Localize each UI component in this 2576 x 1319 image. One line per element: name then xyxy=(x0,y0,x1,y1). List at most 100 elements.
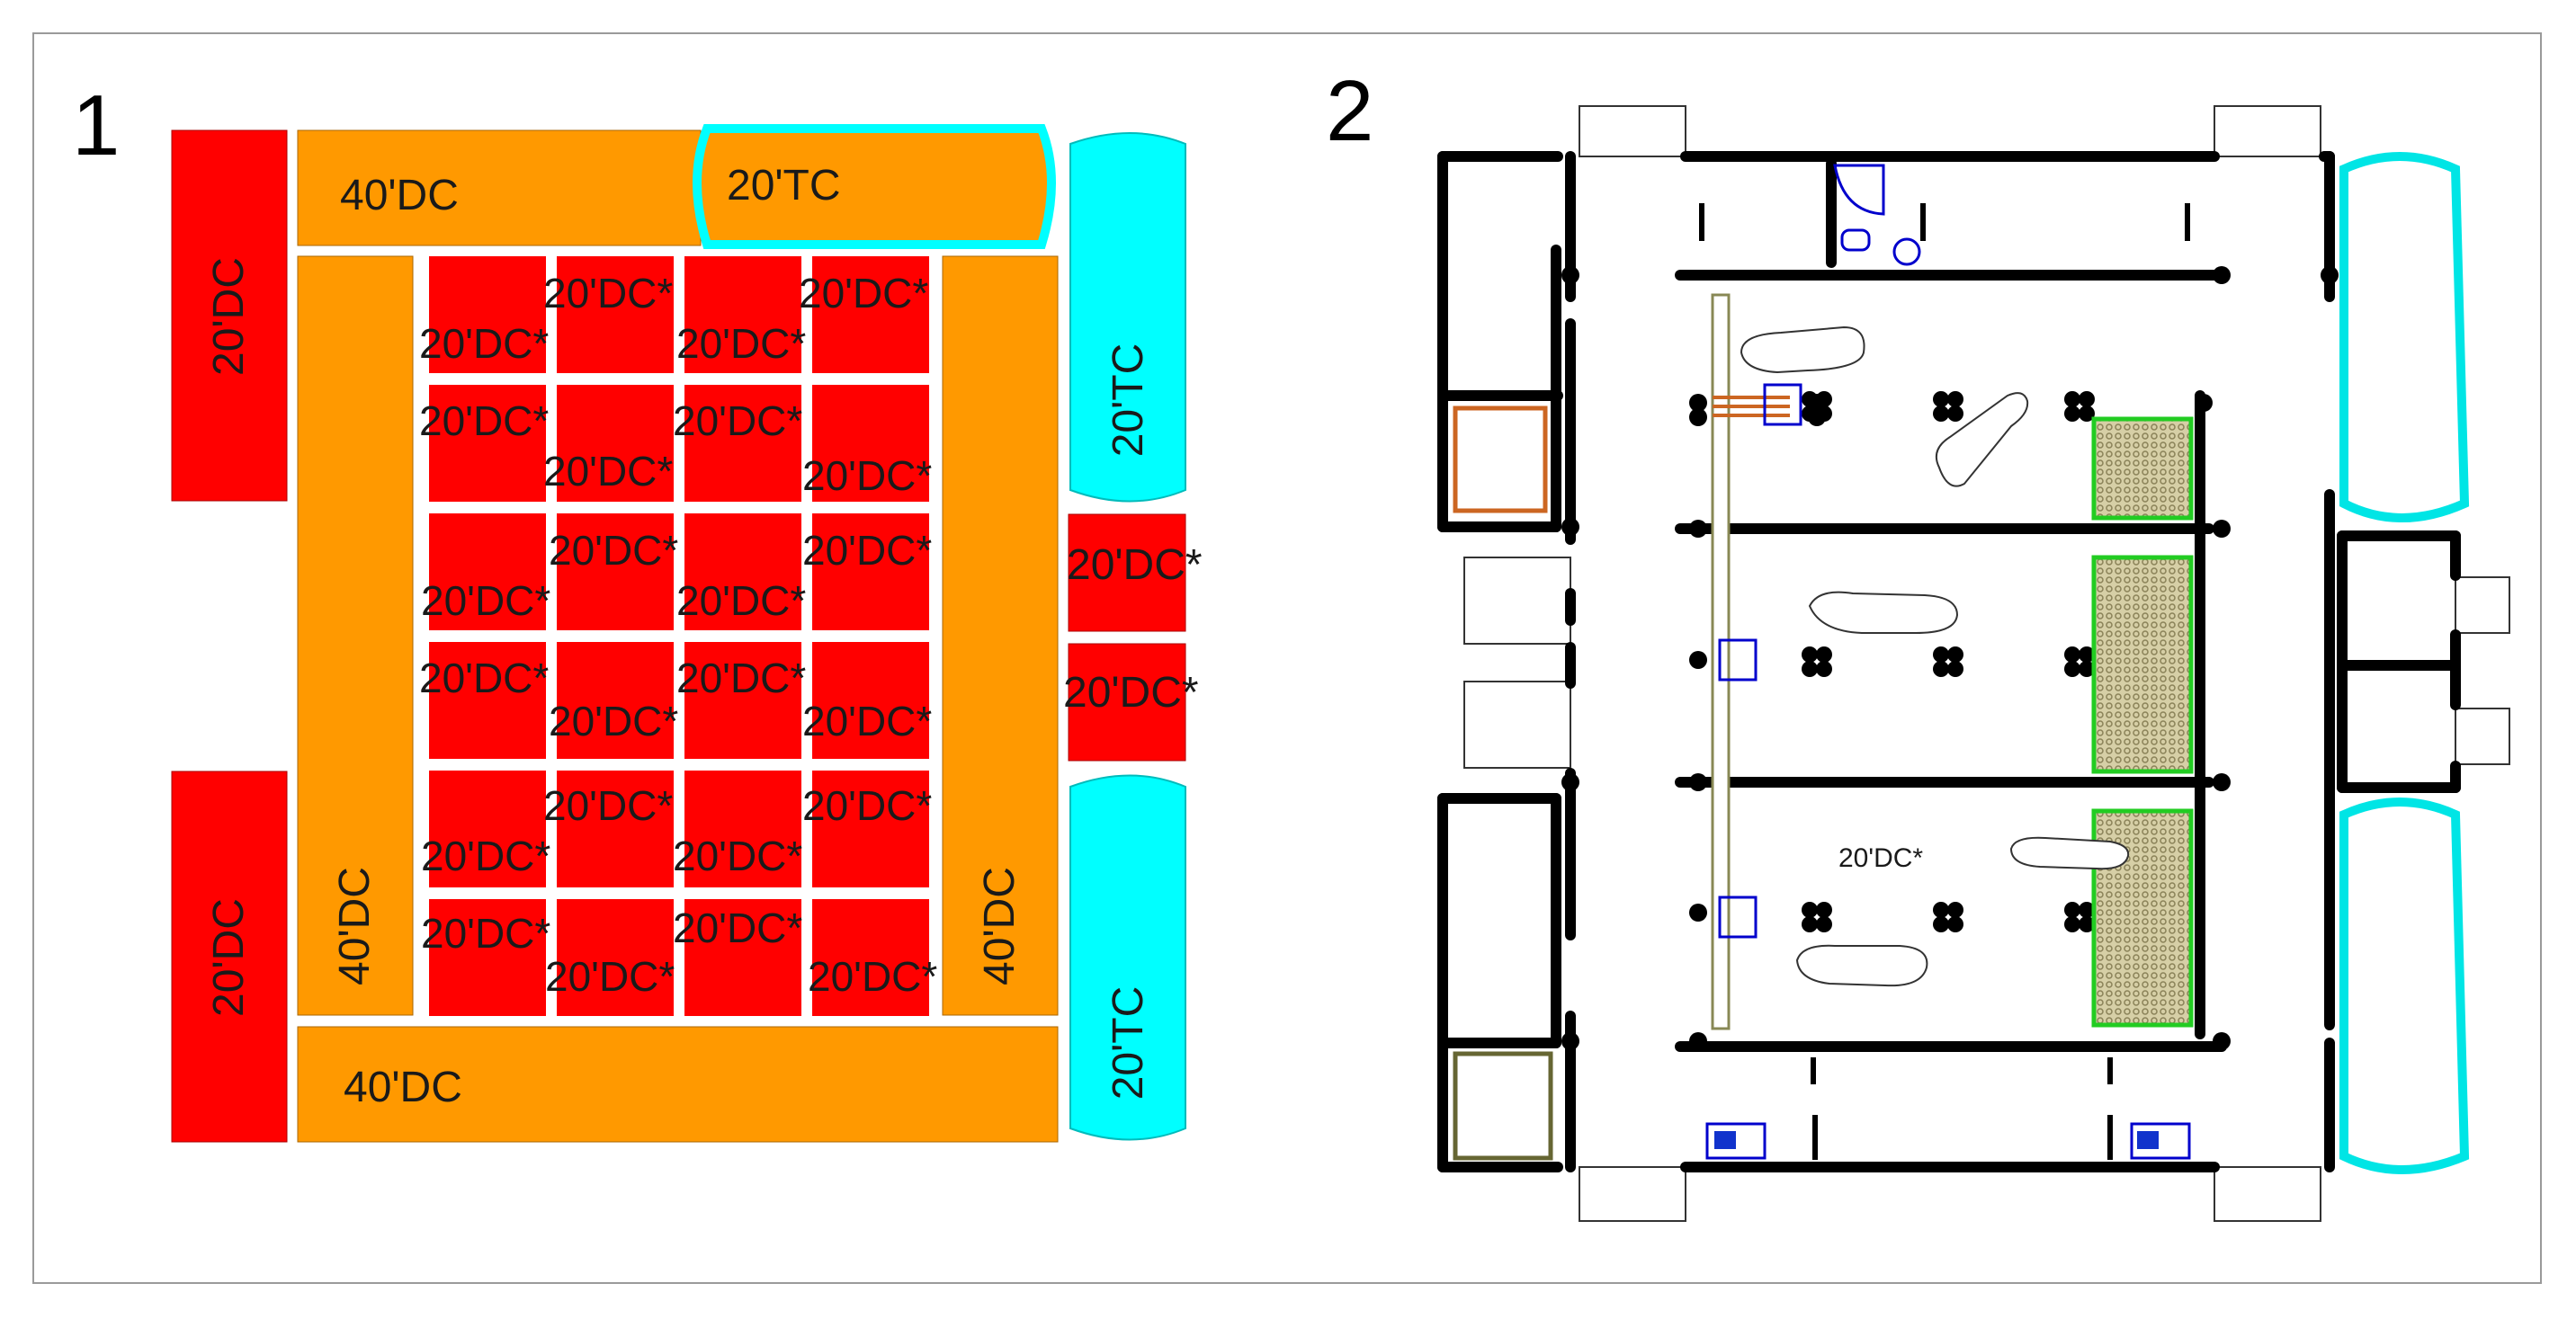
grid-label: 20'DC* xyxy=(676,577,806,624)
grid-cell xyxy=(429,256,546,373)
grid-cell xyxy=(557,642,674,759)
grid-cell xyxy=(429,771,546,887)
feeder-clusters xyxy=(1802,391,2095,932)
tank-square-copper xyxy=(1453,406,1548,513)
sanitary-detail xyxy=(1714,1131,2159,1149)
grid-cell xyxy=(684,256,801,373)
door-box-right-1 xyxy=(2455,576,2510,634)
label-40dc-right: 40'DC xyxy=(976,867,1024,985)
container-40dc-bottom xyxy=(297,1026,1059,1143)
grid-cell xyxy=(684,899,801,1016)
label-20tc-right-bottom: 20'TC xyxy=(1105,986,1152,1101)
door-box-left-1 xyxy=(1463,557,1571,645)
grid-cell xyxy=(812,256,929,373)
grid-label: 20'DC* xyxy=(421,833,550,879)
grid-cell xyxy=(812,642,929,759)
grid-label: 20'DC* xyxy=(802,782,932,829)
grid-label: 20'DC* xyxy=(549,698,678,744)
container-40dc-left xyxy=(297,255,414,1016)
grid-label: 20'DC* xyxy=(421,577,550,624)
label-20tc-right-top: 20'TC xyxy=(1105,343,1152,458)
label-40dc-left: 40'DC xyxy=(331,867,379,985)
tank-20tc-right-top xyxy=(1069,132,1186,503)
tank-20tc-top xyxy=(693,124,1056,249)
label-40dc-bottom: 40'DC xyxy=(344,1064,462,1111)
tank-cyan-right-top xyxy=(2339,152,2470,522)
grid-cell xyxy=(557,899,674,1016)
grid-label: 20'DC* xyxy=(676,655,806,701)
grid-label: 20'DC* xyxy=(419,397,549,444)
grid-cell xyxy=(684,771,801,887)
panel-2-number: 2 xyxy=(1326,63,1373,159)
grid-label: 20'DC* xyxy=(673,905,802,951)
container-20dc-star-right-1 xyxy=(1068,513,1186,632)
grid-cell xyxy=(557,513,674,630)
bedding-area-2 xyxy=(2091,555,2194,774)
grid-label: 20'DC* xyxy=(802,527,932,574)
label-20dc-left-bottom: 20'DC xyxy=(205,898,253,1017)
pipe-lines xyxy=(1713,396,1790,417)
grid-cell xyxy=(684,385,801,502)
label-40dc-top: 40'DC xyxy=(340,172,459,219)
grid-20dc-star xyxy=(429,256,929,1016)
grid-label: 20'DC* xyxy=(543,448,673,495)
grid-cell xyxy=(812,385,929,502)
door-box-bottom-right xyxy=(2214,1166,2321,1222)
grid-label: 20'DC* xyxy=(545,953,675,1000)
grid-cell xyxy=(557,256,674,373)
door-box-bottom-left xyxy=(1579,1166,1686,1222)
cattle-figures xyxy=(1740,325,2130,987)
door-box-top-right xyxy=(2214,105,2321,157)
grid-label: 20'DC* xyxy=(421,910,550,957)
container-40dc-top xyxy=(297,129,702,246)
grid-label: 20'DC* xyxy=(676,320,806,367)
grid-cell xyxy=(429,899,546,1016)
grid-cell xyxy=(684,513,801,630)
label-20dc-star-right-2: 20'DC* xyxy=(1063,669,1199,717)
container-20dc-left-top xyxy=(171,129,288,502)
grid-cell xyxy=(812,899,929,1016)
grid-label: 20'DC* xyxy=(419,655,549,701)
door-box-left-2 xyxy=(1463,681,1571,769)
tank-cyan-right-bottom xyxy=(2339,798,2470,1174)
grid-label: 20'DC* xyxy=(549,527,678,574)
door-box-right-2 xyxy=(2455,708,2510,765)
water-tanks xyxy=(1718,383,1802,939)
walls xyxy=(1437,151,2461,1172)
door-box-top-left xyxy=(1579,105,1686,157)
label-20tc-top: 20'TC xyxy=(727,162,841,209)
grid-cell xyxy=(812,513,929,630)
tank-20tc-right-bottom xyxy=(1069,774,1186,1141)
wall-ticks xyxy=(1699,203,2190,1160)
panel-1-layout: 20'DC 20'DC 40'DC 20'TC 40'DC 40'DC 40'D… xyxy=(171,124,1203,1143)
grid-cell xyxy=(684,642,801,759)
panel-1-number: 1 xyxy=(72,77,120,174)
container-40dc-right xyxy=(942,255,1059,1016)
grid-label: 20'DC* xyxy=(419,320,549,367)
bedding-area-1 xyxy=(2091,416,2194,521)
grid-cell xyxy=(557,385,674,502)
label-20dc-left-top: 20'DC xyxy=(205,257,253,376)
container-20dc-star-right-2 xyxy=(1068,643,1186,762)
room-label-20dc-star: 20'DC* xyxy=(1838,843,1923,873)
grid-cell xyxy=(557,771,674,887)
grid-cell xyxy=(429,642,546,759)
pillar-dots xyxy=(1561,266,2339,1050)
container-20dc-left-bottom xyxy=(171,771,288,1143)
grid-labels: 20'DC* 20'DC* 20'DC* 20'DC* 20'DC* 20'DC… xyxy=(419,270,937,1000)
grid-label: 20'DC* xyxy=(673,833,802,879)
grid-cell xyxy=(429,513,546,630)
grid-label: 20'DC* xyxy=(802,452,932,499)
grid-label: 20'DC* xyxy=(802,698,932,744)
grid-label: 20'DC* xyxy=(799,270,928,316)
grid-label: 20'DC* xyxy=(543,270,673,316)
panel-2-floorplan: 20'DC* xyxy=(1437,105,2510,1222)
sanitary-fixtures xyxy=(1705,164,2191,1160)
grid-cell xyxy=(429,385,546,502)
grid-label: 20'DC* xyxy=(673,397,802,444)
grid-label: 20'DC* xyxy=(543,782,673,829)
grid-cell xyxy=(812,771,929,887)
tank-square-olive xyxy=(1453,1051,1553,1161)
grid-label: 20'DC* xyxy=(808,953,937,1000)
